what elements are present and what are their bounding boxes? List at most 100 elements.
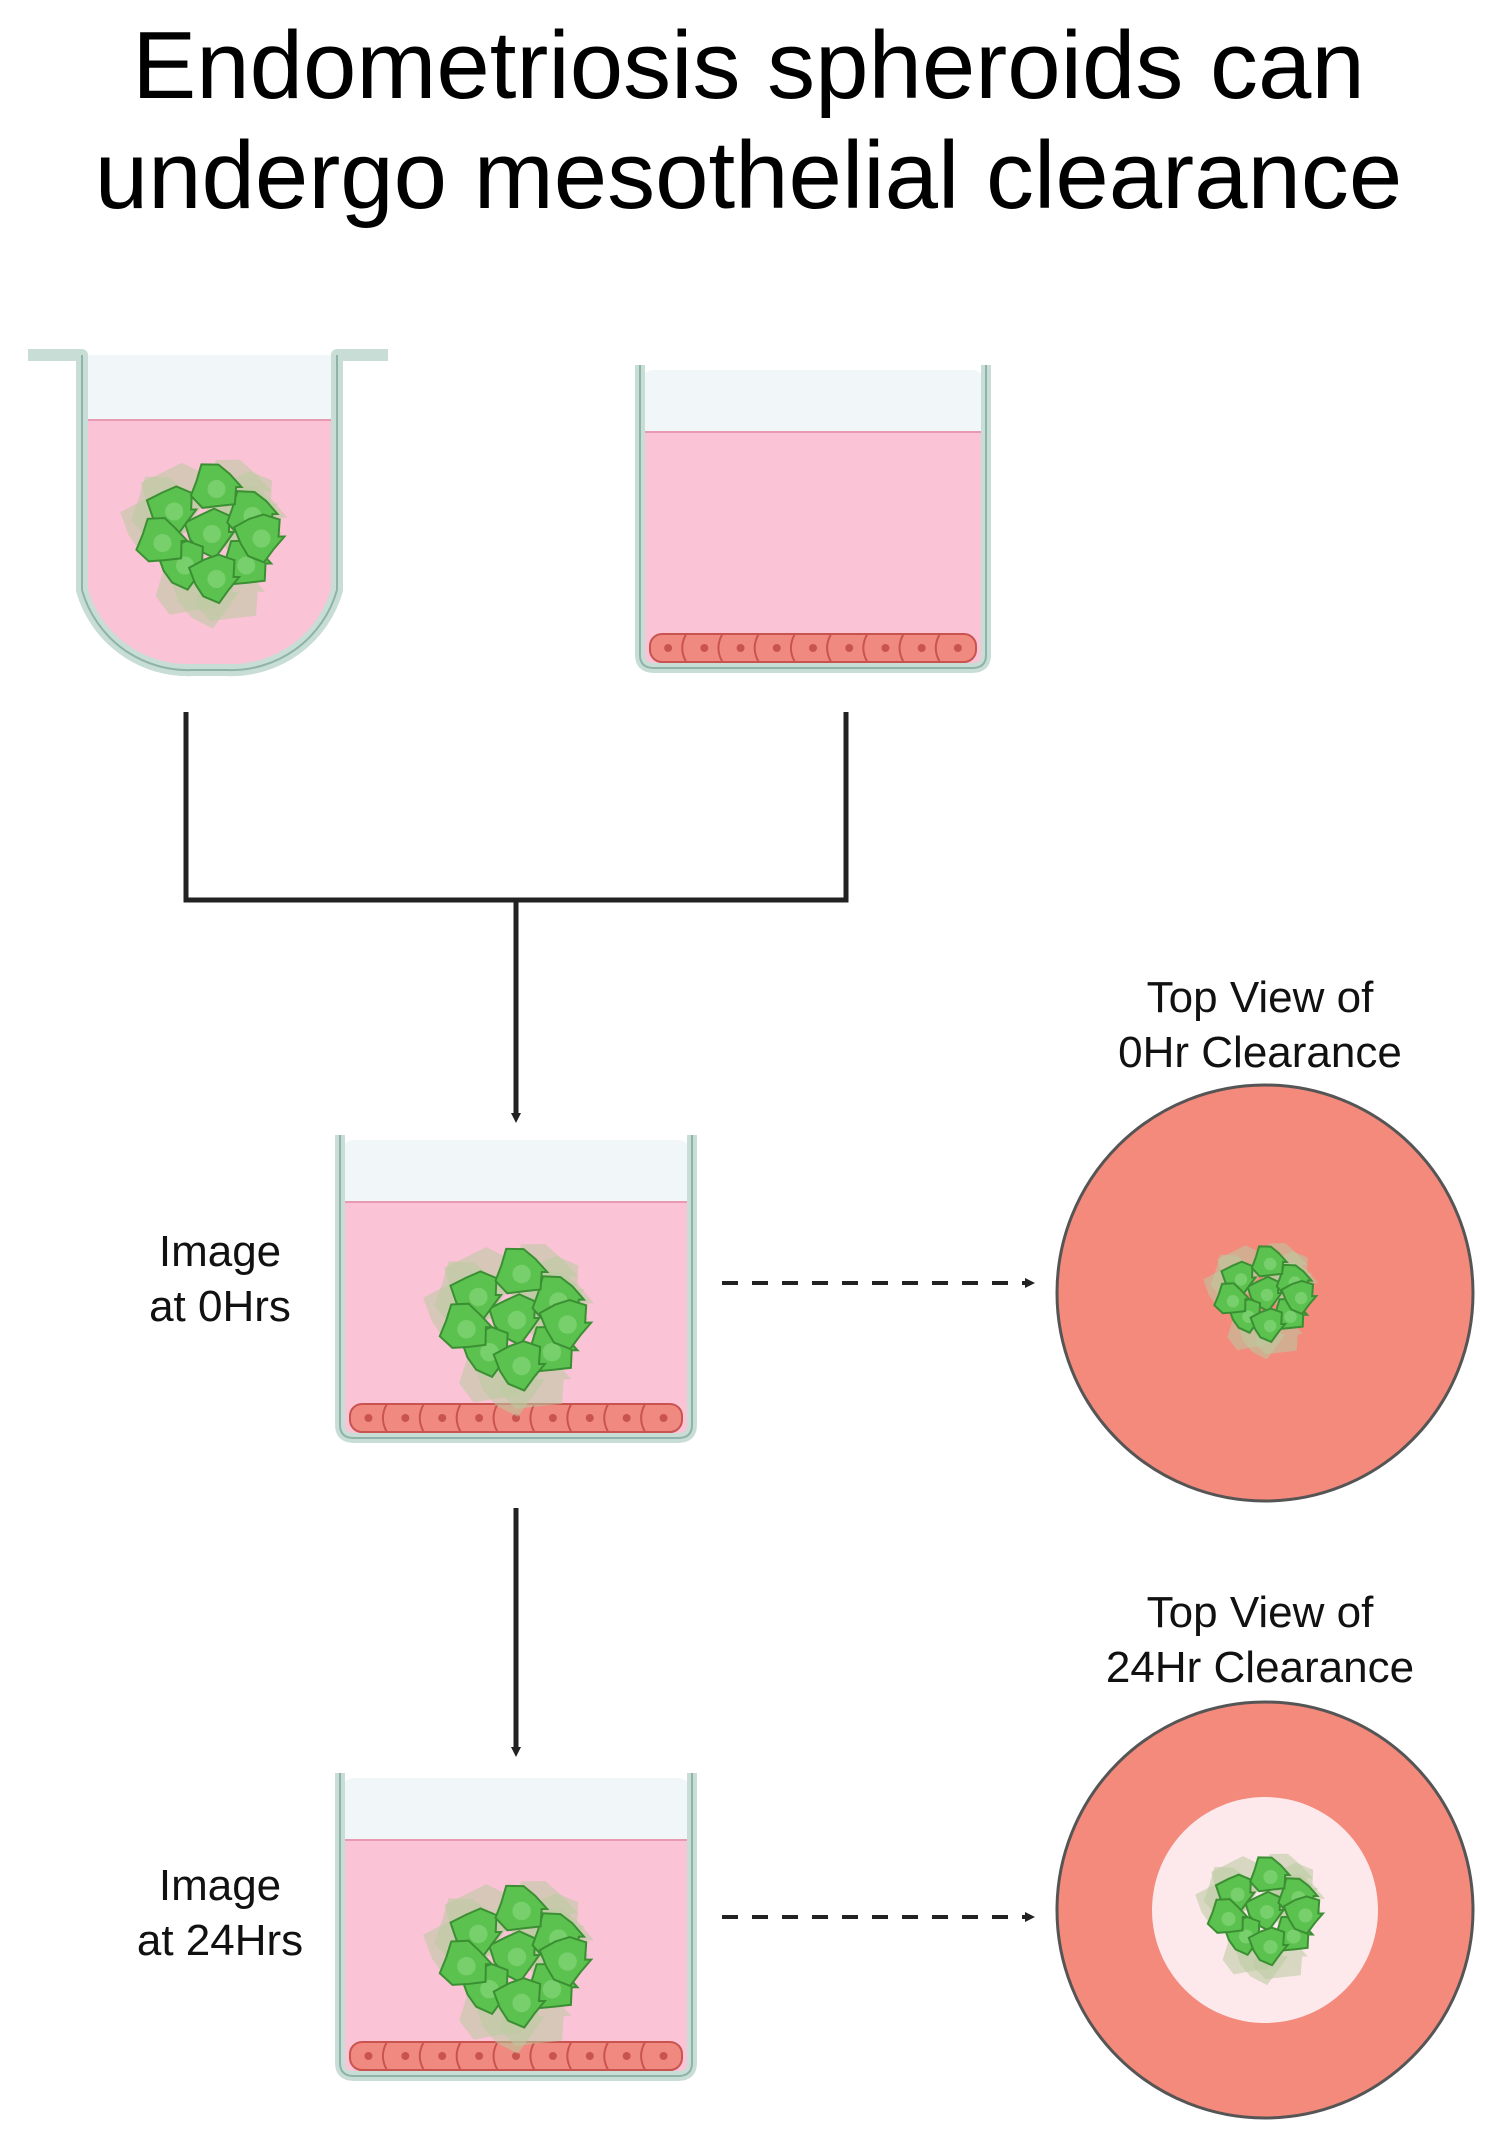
mesothelial-cell-border bbox=[681, 633, 688, 663]
cell-nucleus bbox=[1226, 1295, 1240, 1308]
mesothelial-nucleus bbox=[659, 1414, 668, 1422]
mesothelial-cell-border bbox=[566, 1403, 573, 1433]
label-image-24hrs-line1: Image bbox=[158, 1861, 282, 1910]
mesothelial-cell-border bbox=[717, 633, 724, 663]
cell-nucleus bbox=[512, 1901, 531, 1921]
mesothelial-nucleus bbox=[548, 2052, 557, 2060]
spheroid-top-view-0hr bbox=[1203, 1243, 1319, 1360]
mesothelial-cell-border bbox=[381, 1403, 388, 1433]
label-top-view-24hr-line2: 24Hr Clearance bbox=[1105, 1643, 1415, 1692]
mesothelial-nucleus bbox=[809, 644, 817, 652]
mesothelial-cell-border bbox=[789, 633, 796, 663]
mesothelial-nucleus bbox=[475, 1414, 484, 1422]
cell-nucleus bbox=[558, 1952, 577, 1971]
label-top-view-0hr: Top View of 0Hr Clearance bbox=[1080, 970, 1440, 1080]
label-image-24hrs-line2: at 24Hrs bbox=[136, 1916, 304, 1965]
mesothelial-nucleus bbox=[585, 2052, 594, 2060]
mesothelial-cell-border bbox=[455, 2041, 462, 2071]
cell-nucleus bbox=[153, 534, 172, 552]
cell-nucleus bbox=[252, 529, 271, 548]
mesothelial-nucleus bbox=[548, 1414, 557, 1422]
cell-nucleus bbox=[1263, 1257, 1277, 1271]
cell-nucleus bbox=[512, 1356, 531, 1376]
mesothelial-cell-border bbox=[640, 2041, 646, 2071]
mesothelial-cell-border bbox=[566, 2041, 573, 2071]
mesothelial-nucleus bbox=[664, 644, 673, 652]
mesothelial-cell-border bbox=[418, 2041, 425, 2071]
cell-nucleus bbox=[542, 1343, 562, 1362]
label-top-view-24hr-line1: Top View of bbox=[1146, 1588, 1374, 1637]
cell-nucleus bbox=[1234, 1273, 1248, 1286]
cell-nucleus bbox=[507, 1947, 527, 1967]
mesothelial-nucleus bbox=[512, 2052, 520, 2060]
mesothelial-nucleus bbox=[622, 1414, 631, 1422]
mesothelial-cell-border bbox=[492, 2041, 499, 2071]
mesothelial-nucleus bbox=[917, 644, 926, 652]
title-line-2: undergo mesothelial clearance bbox=[94, 122, 1403, 229]
mesothelial-nucleus bbox=[622, 2052, 631, 2060]
mesothelial-nucleus bbox=[364, 2052, 373, 2060]
mesothelial-cell-border bbox=[603, 2041, 610, 2071]
label-top-view-0hr-line1: Top View of bbox=[1146, 973, 1374, 1022]
cell-nucleus bbox=[457, 1957, 476, 1976]
spheroid-top-view-24hr bbox=[1195, 1853, 1326, 1986]
cell-nucleus bbox=[237, 556, 256, 575]
cell-nucleus bbox=[165, 502, 184, 521]
mesothelial-cell-border bbox=[934, 633, 941, 663]
mesothelial-nucleus bbox=[475, 2052, 484, 2060]
cell-nucleus bbox=[1221, 1912, 1236, 1926]
label-image-0hrs: Image at 0Hrs bbox=[110, 1224, 330, 1334]
title-line-1: Endometriosis spheroids can bbox=[132, 12, 1365, 119]
mesothelial-nucleus bbox=[401, 1414, 410, 1422]
mesothelial-cell-border bbox=[529, 2041, 536, 2071]
mesothelial-nucleus bbox=[438, 2052, 447, 2060]
mesothelial-nucleus bbox=[953, 644, 962, 652]
mesothelial-cell-border bbox=[418, 1403, 425, 1433]
mesothelial-cell-border bbox=[381, 2041, 388, 2071]
cell-nucleus bbox=[1294, 1291, 1308, 1305]
cell-nucleus bbox=[512, 1264, 531, 1284]
mesothelial-nucleus bbox=[700, 644, 709, 652]
mesothelial-nucleus bbox=[772, 644, 781, 652]
cell-nucleus bbox=[558, 1315, 577, 1334]
cell-nucleus bbox=[512, 1993, 531, 2013]
mesothelial-cell-border bbox=[862, 633, 869, 663]
cell-nucleus bbox=[1284, 1310, 1297, 1323]
cell-nucleus bbox=[1260, 1288, 1274, 1302]
label-top-view-0hr-line2: 0Hr Clearance bbox=[1118, 1028, 1402, 1077]
mesothelial-cell-border bbox=[640, 1403, 646, 1433]
cell-nucleus bbox=[507, 1310, 527, 1330]
mesothelial-cell-border bbox=[455, 1403, 462, 1433]
mesothelial-nucleus bbox=[736, 644, 745, 652]
cell-nucleus bbox=[1260, 1905, 1274, 1919]
cell-nucleus bbox=[469, 1924, 488, 1944]
label-image-0hrs-line1: Image bbox=[158, 1227, 282, 1276]
cell-nucleus bbox=[1230, 1887, 1245, 1902]
mesothelial-nucleus bbox=[585, 1414, 594, 1422]
merge-connector bbox=[183, 712, 849, 903]
cell-nucleus bbox=[469, 1287, 488, 1307]
mesothelial-well bbox=[635, 365, 991, 673]
cell-nucleus bbox=[1263, 1940, 1278, 1954]
mesothelial-nucleus bbox=[438, 1414, 447, 1422]
spheroid-0hrs bbox=[423, 1244, 595, 1417]
mesothelial-cell-border bbox=[826, 633, 832, 663]
mesothelial-cell-border bbox=[603, 1403, 610, 1433]
mesothelial-cell-border bbox=[492, 1403, 499, 1433]
cell-nucleus bbox=[1263, 1319, 1277, 1333]
mesothelial-nucleus bbox=[364, 1414, 373, 1422]
spheroid-suspended bbox=[120, 459, 288, 629]
mesothelial-cell-border bbox=[898, 633, 905, 663]
mesothelial-nucleus bbox=[659, 2052, 668, 2060]
label-image-0hrs-line2: at 0Hrs bbox=[149, 1282, 291, 1331]
cell-nucleus bbox=[1263, 1870, 1278, 1884]
cell-nucleus bbox=[207, 480, 226, 498]
cell-nucleus bbox=[457, 1320, 476, 1339]
mesothelial-cell-border bbox=[753, 633, 760, 663]
cell-nucleus bbox=[1298, 1908, 1313, 1923]
label-top-view-24hr: Top View of 24Hr Clearance bbox=[1080, 1585, 1440, 1695]
spheroid-24hrs bbox=[423, 1881, 595, 2054]
cell-nucleus bbox=[203, 525, 221, 543]
label-image-24hrs: Image at 24Hrs bbox=[110, 1858, 330, 1968]
